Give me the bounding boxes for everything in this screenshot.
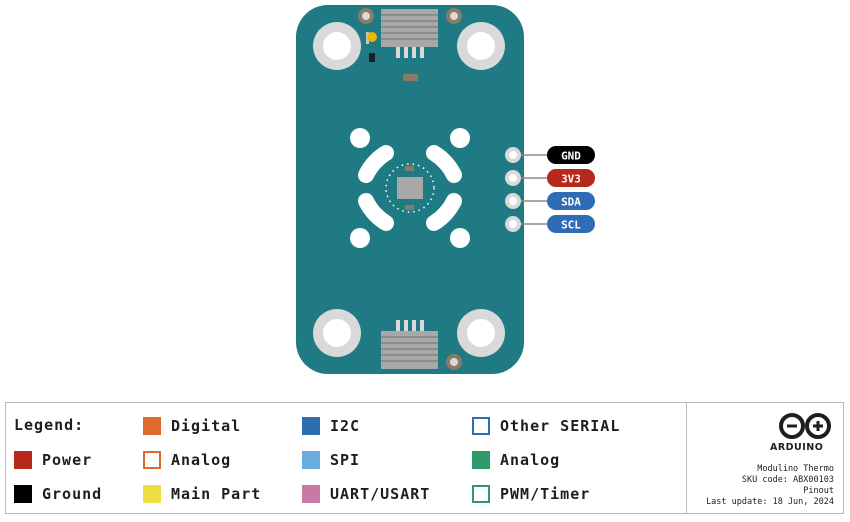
smd-component <box>369 53 375 62</box>
product-name: Modulino Thermo <box>757 464 834 474</box>
legend-item-analog-orange: Analog <box>143 450 231 470</box>
legend-item-pwm: PWM/Timer <box>472 484 590 504</box>
legend-item-analog-green: Analog <box>472 450 560 470</box>
sensor-cutouts <box>350 128 470 248</box>
spi-swatch <box>302 451 320 469</box>
mounting-hole-bottom-right <box>457 309 505 357</box>
legend-label: Analog <box>500 451 561 469</box>
legend-label: Other SERIAL <box>500 417 621 435</box>
legend-divider <box>686 403 687 513</box>
pin-label-gnd: GND <box>547 146 595 164</box>
svg-text:GND: GND <box>561 150 581 163</box>
legend-label: Power <box>42 451 93 469</box>
legend-item-i2c: I2C <box>302 416 360 436</box>
legend-item-ground: Ground <box>14 484 102 504</box>
other-serial-swatch <box>472 417 490 435</box>
digital-swatch <box>143 417 161 435</box>
pin-label-sda: SDA <box>547 192 595 210</box>
svg-text:3V3: 3V3 <box>561 173 581 186</box>
status-led <box>366 32 377 44</box>
bottom-connector <box>381 320 438 369</box>
legend-label: PWM/Timer <box>500 485 591 503</box>
via-bottom-right <box>446 354 462 370</box>
svg-text:SDA: SDA <box>561 196 581 209</box>
legend-label: I2C <box>330 417 361 435</box>
i2c-swatch <box>302 417 320 435</box>
legend-label: SPI <box>330 451 361 469</box>
mounting-hole-bottom-left <box>313 309 361 357</box>
analog-outline-swatch <box>143 451 161 469</box>
legend-label: Ground <box>42 485 103 503</box>
board-illustration: GND 3V3 SDA SCL <box>296 5 595 374</box>
legend-label: UART/USART <box>330 485 431 503</box>
analog-green-swatch <box>472 451 490 469</box>
mounting-hole-top-right <box>457 22 505 70</box>
svg-text:SCL: SCL <box>561 219 581 232</box>
smd-resistor <box>403 74 418 81</box>
pwm-swatch <box>472 485 490 503</box>
legend-item-digital: Digital <box>143 416 241 436</box>
sku-code: SKU code: ABX00103 <box>741 475 834 485</box>
pin-leader-lines <box>521 154 548 225</box>
brand-name: ARDUINO <box>770 442 824 453</box>
legend-label: Main Part <box>171 485 262 503</box>
via-top-left <box>358 8 374 24</box>
pin-label-3v3: 3V3 <box>547 169 595 187</box>
legend-item-power: Power <box>14 450 92 470</box>
legend-label: Digital <box>171 417 242 435</box>
arduino-logo-icon <box>779 413 831 439</box>
legend-item-other-serial: Other SERIAL <box>472 416 620 436</box>
temperature-sensor-chip <box>385 163 435 213</box>
legend-item-spi: SPI <box>302 450 360 470</box>
legend-label: Analog <box>171 451 232 469</box>
power-swatch <box>14 451 32 469</box>
main-part-swatch <box>143 485 161 503</box>
via-top-right <box>446 8 462 24</box>
pin-pads <box>505 147 521 232</box>
legend-item-main-part: Main Part <box>143 484 261 504</box>
top-connector <box>381 9 438 58</box>
mounting-hole-top-left <box>313 22 361 70</box>
ground-swatch <box>14 485 32 503</box>
legend-item-uart: UART/USART <box>302 484 430 504</box>
doc-type: Pinout <box>803 486 834 496</box>
pin-label-scl: SCL <box>547 215 595 233</box>
last-update: Last update: 18 Jun, 2024 <box>706 497 834 507</box>
uart-swatch <box>302 485 320 503</box>
legend-title: Legend: <box>14 416 85 434</box>
